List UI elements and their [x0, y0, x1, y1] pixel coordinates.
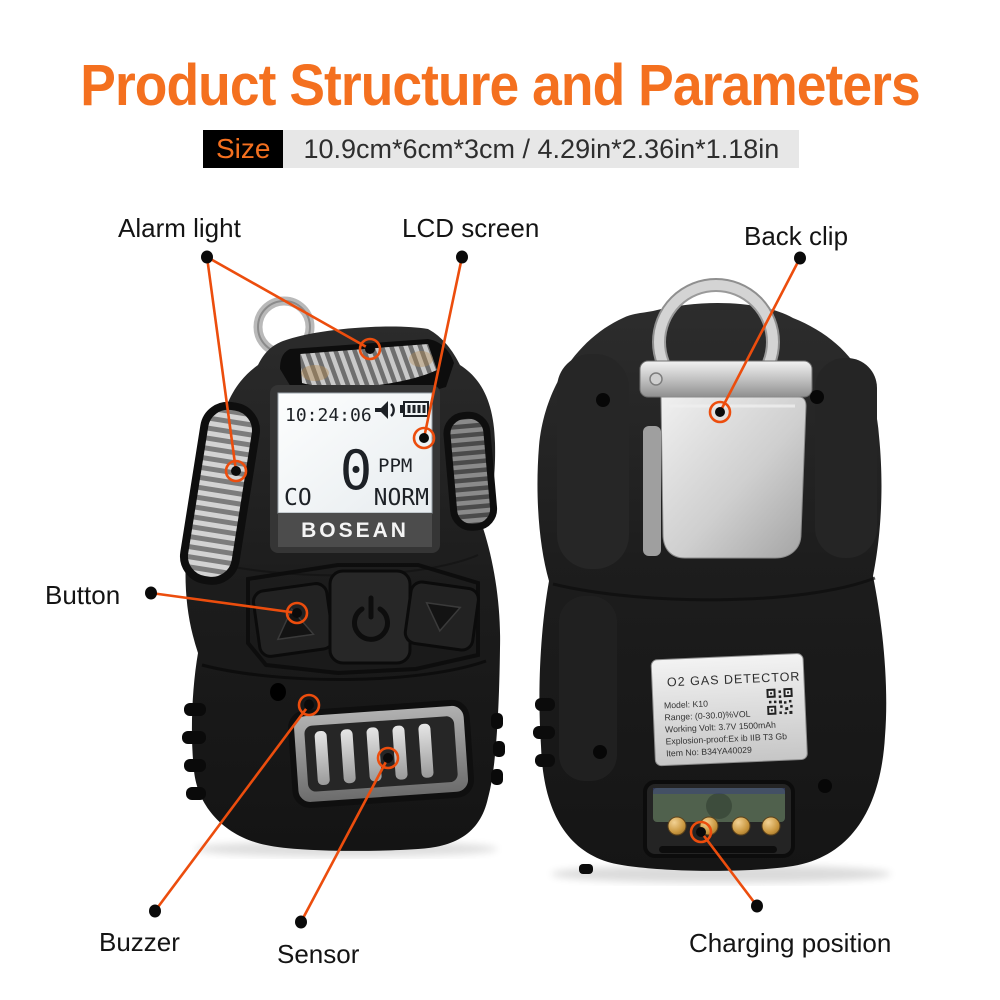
spec-line: Model: K10 [664, 699, 709, 711]
lcd-gas: CO [284, 485, 312, 511]
size-value: 10.9cm*6cm*3cm / 4.29in*2.36in*1.18in [283, 130, 800, 168]
label-dot [751, 899, 763, 913]
brand-band [278, 513, 432, 547]
front-device-photo: 10:24:06 0 PPM CO NORM BOSEAN [179, 296, 505, 857]
buzzer-hole-large [270, 683, 286, 701]
power-icon [352, 595, 390, 642]
size-label: Size [203, 130, 284, 168]
spec-title: O2 GAS DETECTOR [667, 670, 801, 690]
buzzer-hole [304, 699, 314, 709]
case-screw [593, 745, 607, 759]
lcd-unit: PPM [378, 455, 412, 477]
lcd-reading: 0 [340, 439, 373, 502]
down-arrow-icon [425, 601, 462, 633]
qr-code-icon [766, 687, 793, 715]
spec-line: Range: (0-30.0)%VOL [664, 709, 750, 723]
down-button [403, 580, 480, 652]
label-sensor: Sensor [277, 939, 360, 969]
lcd-time: 10:24:06 [285, 405, 372, 426]
label-button: Button [45, 580, 121, 610]
label-dot [201, 250, 213, 264]
up-button [251, 582, 335, 658]
lcd-screen [277, 392, 433, 514]
case-screw [596, 393, 610, 407]
power-button [328, 569, 412, 665]
back-device-photo: O2 GAS DETECTOR Model: K10 Range: (0-30.… [533, 278, 891, 883]
case-screw [810, 390, 824, 404]
spec-line: Working Volt: 3.7V 1500mAh [665, 720, 776, 735]
label-buzzer: Buzzer [99, 927, 180, 957]
spec-line: Item No: B34YA40029 [666, 745, 752, 759]
spec-label: O2 GAS DETECTOR Model: K10 Range: (0-30.… [650, 653, 808, 767]
label-dot [456, 250, 468, 264]
label-dot [295, 915, 307, 929]
hinge-screw [649, 372, 663, 386]
size-bar: Size 10.9cm*6cm*3cm / 4.29in*2.36in*1.18… [203, 130, 800, 168]
charging-window [643, 780, 795, 858]
side-alarm-light-right [443, 411, 498, 531]
belt-clip [660, 396, 807, 559]
case-screw [818, 779, 832, 793]
page-title: Product Structure and Parameters [80, 53, 920, 118]
brand-text: BOSEAN [301, 519, 409, 542]
alarm-light-window [300, 344, 437, 388]
clip-hinge [639, 360, 813, 398]
label-dot [149, 904, 161, 918]
speaker-icon [375, 401, 395, 419]
label-back-clip: Back clip [744, 221, 849, 251]
label-dot [794, 251, 806, 265]
label-alarm-light: Alarm light [118, 213, 241, 243]
label-lcd-screen: LCD screen [402, 213, 540, 243]
label-dot [145, 586, 157, 600]
label-charging-position: Charging position [689, 928, 892, 958]
lcd-status: NORM [374, 485, 429, 511]
back-side-ribs [533, 698, 593, 874]
sensor-grille [288, 699, 475, 808]
